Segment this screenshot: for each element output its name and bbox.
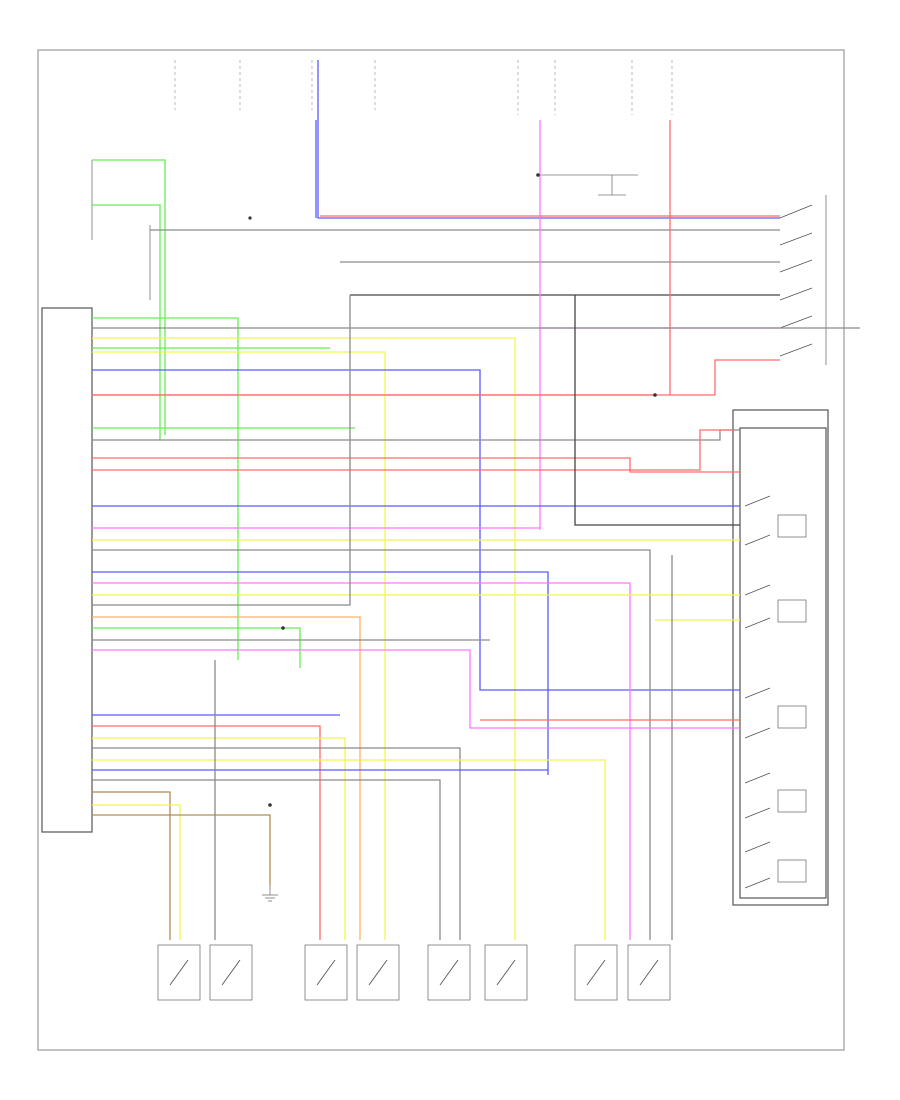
- seat-switch-assembly: [732, 409, 829, 906]
- ground-symbol: [262, 885, 278, 902]
- switch-contacts: [744, 495, 807, 889]
- upper-switch-stack: [779, 195, 827, 365]
- memory-switch-connector: [91, 160, 252, 300]
- diagram-frame: [37, 49, 845, 1051]
- splice-points: [268, 173, 657, 807]
- harness-wires: [92, 60, 860, 940]
- seat-motors: [157, 944, 671, 1001]
- power-seat-control-unit: [41, 307, 93, 833]
- power-feed-group: [174, 60, 673, 196]
